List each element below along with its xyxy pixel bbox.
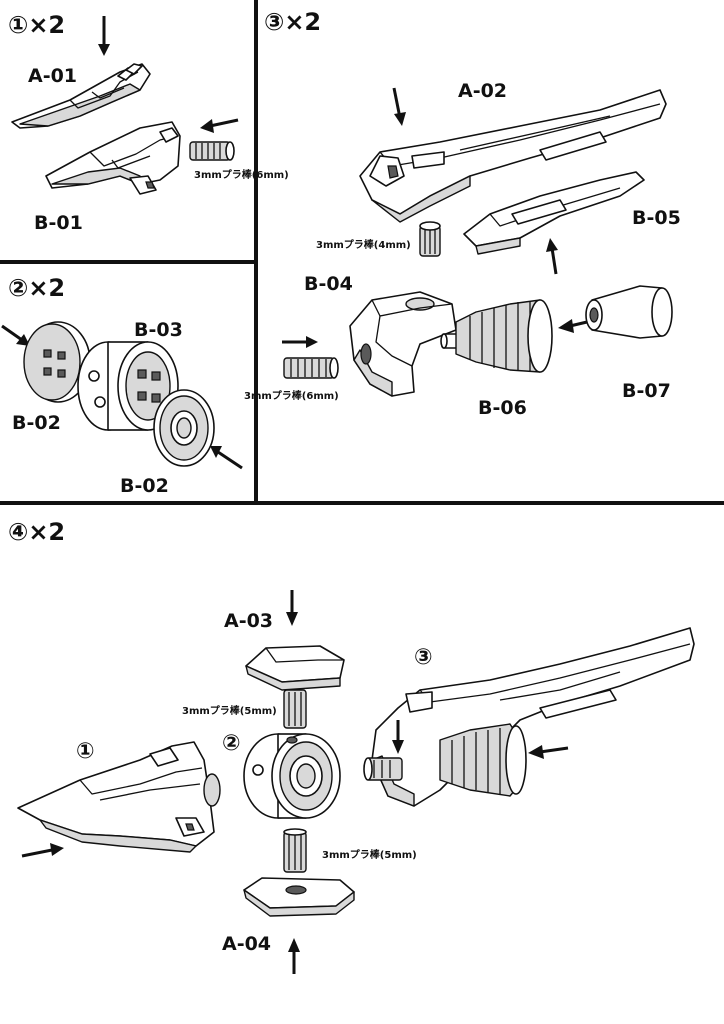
label-b02-right: B-02 <box>120 475 169 497</box>
label-sub1: ① <box>76 739 95 764</box>
arrow-a02 <box>392 87 406 126</box>
rod-6mm-step1 <box>189 141 235 161</box>
arrow-sub1 <box>21 843 64 858</box>
label-rod-6mm-step3: 3mmプラ棒(6mm) <box>244 389 339 402</box>
part-b07 <box>585 285 673 339</box>
rod-6mm-step3 <box>283 357 339 379</box>
part-b05 <box>463 171 645 255</box>
label-a04: A-04 <box>222 933 271 955</box>
arrow-rod-step1 <box>200 118 239 133</box>
arrow-b02-left <box>1 324 30 346</box>
subassembly-3 <box>363 627 695 807</box>
rod-5mm-bottom <box>283 828 307 873</box>
label-rod-step1: 3mmプラ棒(6mm) <box>194 168 289 181</box>
label-sub3: ③ <box>414 645 433 670</box>
label-b04: B-04 <box>304 273 353 295</box>
label-rod-5mm-top: 3mmプラ棒(5mm) <box>182 704 277 717</box>
arrow-a01 <box>98 16 110 56</box>
label-rod-5mm-bottom: 3mmプラ棒(5mm) <box>322 848 417 861</box>
step-1-panel: ①×2 A-01 <box>8 11 289 234</box>
step-2-panel: ②×2 B-03 <box>1 274 243 497</box>
step-4-title: ④×2 <box>8 518 65 546</box>
part-a01 <box>11 63 151 129</box>
label-b03: B-03 <box>134 319 183 341</box>
arrow-sub3-left <box>528 745 569 759</box>
part-b06 <box>440 299 553 373</box>
arrow-sub3-down <box>392 720 404 754</box>
label-b02-left: B-02 <box>12 412 61 434</box>
subassembly-1 <box>17 741 221 853</box>
label-a03: A-03 <box>224 610 273 632</box>
label-a02: A-02 <box>458 80 507 102</box>
rod-4mm-step3 <box>419 221 441 257</box>
label-b06: B-06 <box>478 397 527 419</box>
arrow-b02-right <box>210 446 243 470</box>
part-a02 <box>359 89 667 223</box>
arrow-rod-step3 <box>282 336 318 348</box>
part-b02-right <box>153 389 215 467</box>
label-b01: B-01 <box>34 212 83 234</box>
label-b07: B-07 <box>622 380 671 402</box>
label-rod-4mm: 3mmプラ棒(4mm) <box>316 238 411 251</box>
part-b02-left <box>23 321 91 403</box>
arrow-a03 <box>286 590 298 626</box>
rod-5mm-top <box>283 689 307 729</box>
arrow-a04 <box>288 938 300 974</box>
part-b01 <box>45 121 181 195</box>
arrow-b05 <box>546 238 558 275</box>
label-sub2: ② <box>222 731 241 756</box>
panel-borders <box>0 0 724 505</box>
label-b05: B-05 <box>632 207 681 229</box>
step-4-panel: ④×2 A-03 3mmプラ棒(5mm) <box>8 518 695 974</box>
subassembly-2 <box>243 733 341 819</box>
part-a03 <box>245 645 345 691</box>
step-1-title: ①×2 <box>8 11 65 39</box>
step-2-title: ②×2 <box>8 274 65 302</box>
step-3-panel: ③×2 A-02 B-05 <box>244 8 681 419</box>
label-a01: A-01 <box>28 65 77 87</box>
part-b04 <box>349 291 457 397</box>
part-a04 <box>243 877 355 917</box>
step-3-title: ③×2 <box>264 8 321 36</box>
